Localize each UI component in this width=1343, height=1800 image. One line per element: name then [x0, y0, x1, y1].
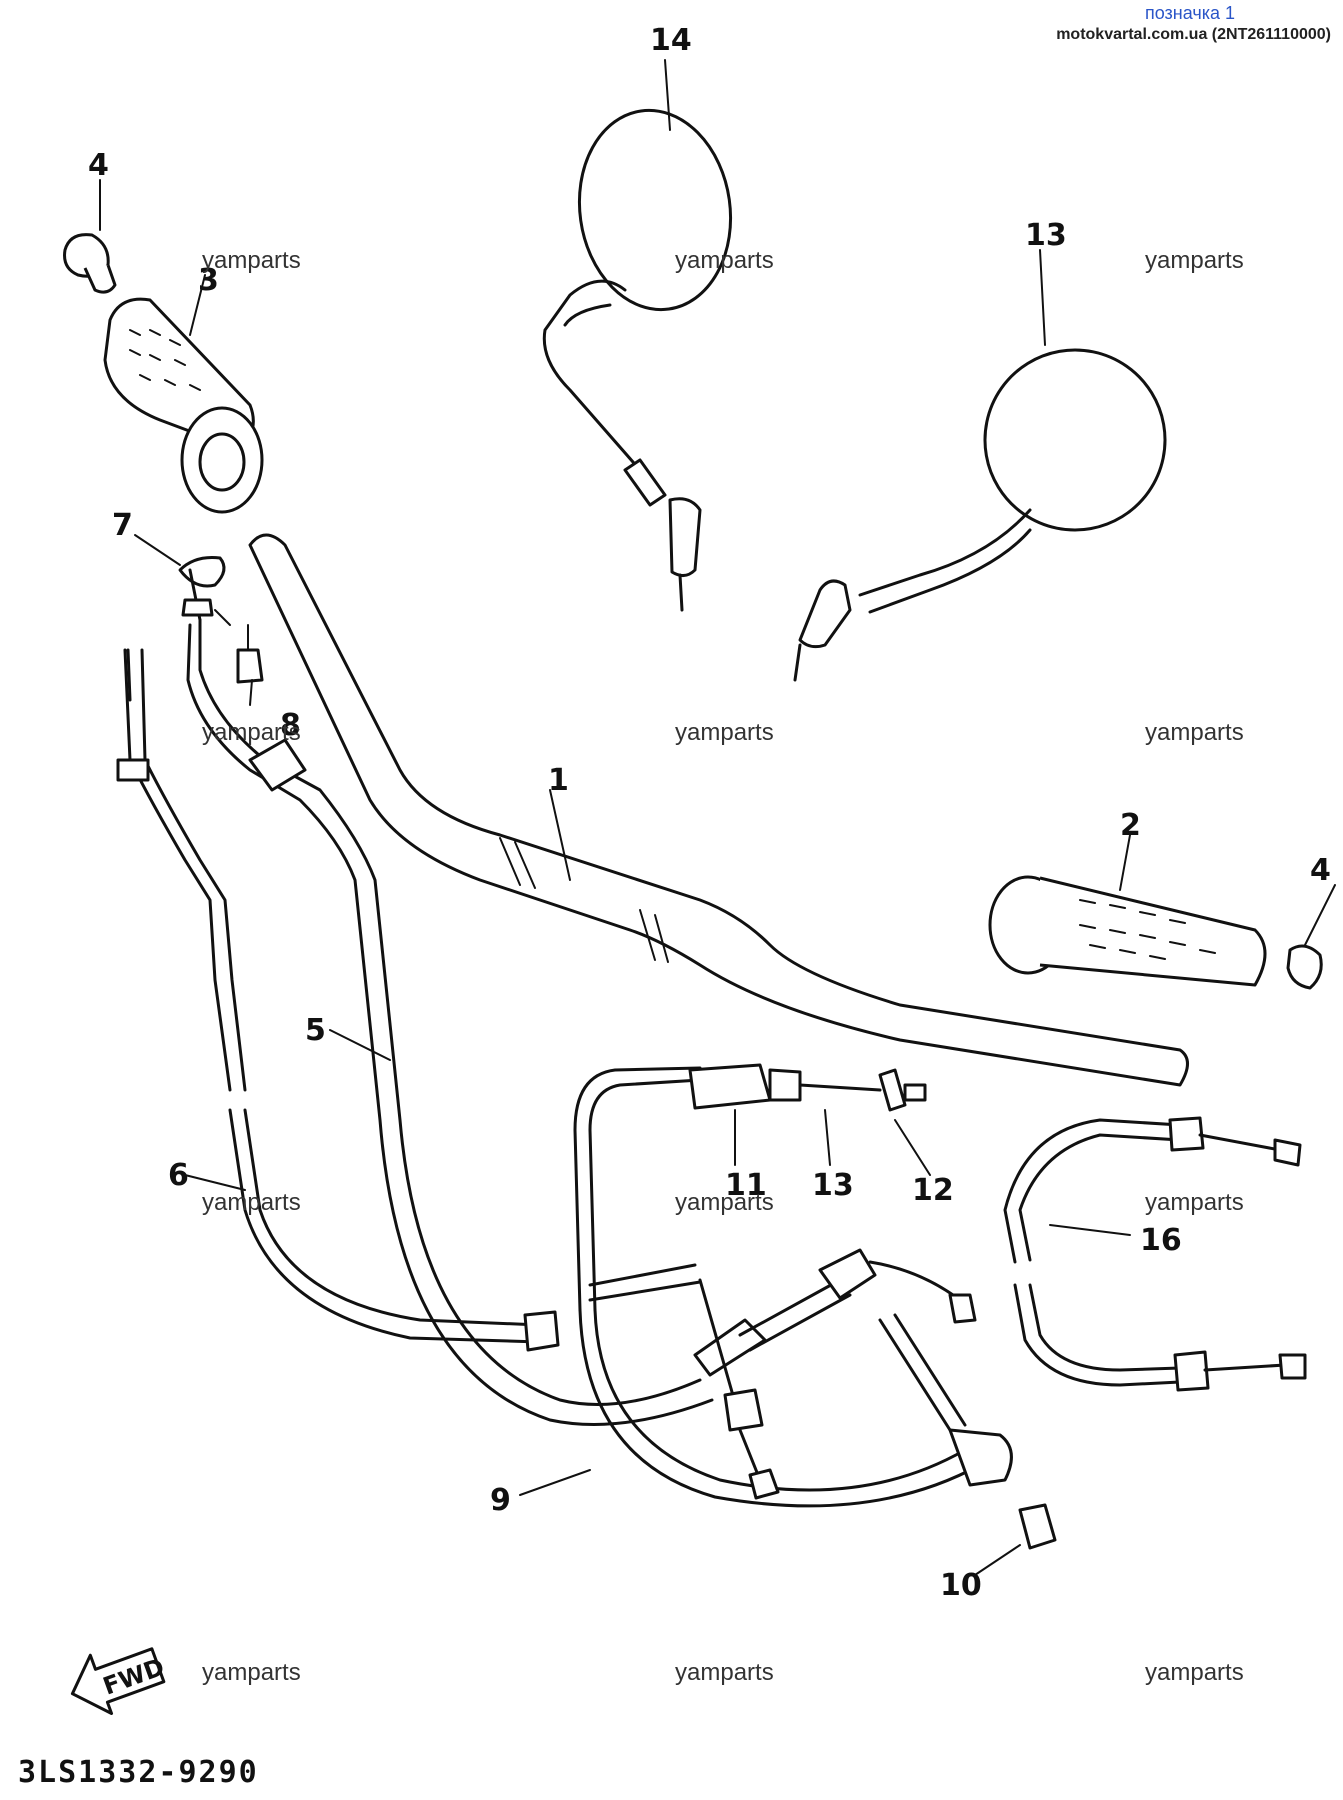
- header-link[interactable]: позначка 1: [1144, 3, 1235, 23]
- fwd-arrow-icon: FWD: [70, 1647, 168, 1715]
- cable-6: [116, 648, 560, 1352]
- label-2: 2: [1120, 808, 1141, 843]
- grip-end-left: [63, 233, 117, 294]
- label-14: 13: [1025, 218, 1067, 253]
- bolt-8: [236, 624, 264, 684]
- right-grip: [988, 875, 1267, 987]
- cable-5: [181, 568, 714, 1426]
- label-9: 9: [490, 1483, 511, 1518]
- part-labels: 14 13 4 3 7 8 1 2 4 5 6 11 13 12 16 9 10: [88, 23, 1331, 1603]
- label-11: 11: [725, 1168, 767, 1203]
- watermark: yamparts: [202, 719, 301, 746]
- watermark: yamparts: [1145, 1659, 1244, 1686]
- label-12: 12: [912, 1173, 954, 1208]
- left-grip: [103, 297, 264, 514]
- label-8: 8: [280, 708, 301, 743]
- label-5: 5: [305, 1013, 326, 1048]
- label-4-right: 4: [1310, 853, 1331, 888]
- header-source: motokvartal.com.ua (2NT261110000): [1056, 26, 1331, 43]
- label-15: 14: [650, 23, 692, 58]
- label-6: 6: [168, 1158, 189, 1193]
- drawing-code: 3LS1332-9290: [18, 1755, 259, 1790]
- watermark: yamparts: [675, 1189, 774, 1216]
- label-3: 3: [198, 263, 219, 298]
- watermark: yamparts: [675, 719, 774, 746]
- watermark: yamparts: [675, 247, 774, 274]
- watermark: yamparts: [202, 247, 301, 274]
- watermark: yamparts: [675, 1659, 774, 1686]
- watermarks: yamparts yamparts yamparts yamparts yamp…: [202, 247, 1244, 1686]
- mirror-right: [542, 108, 733, 612]
- label-10: 10: [940, 1568, 982, 1603]
- leader-lines: [99, 59, 1336, 1576]
- label-7: 7: [112, 508, 133, 543]
- cable-9: [573, 1063, 982, 1508]
- throttle-cable: [588, 1248, 977, 1500]
- watermark: yamparts: [1145, 247, 1244, 274]
- grip-end-right: [1286, 944, 1323, 990]
- watermark: yamparts: [1145, 1189, 1244, 1216]
- label-4-left: 4: [88, 148, 109, 183]
- handlebar: [248, 533, 1189, 1087]
- watermark: yamparts: [202, 1189, 301, 1216]
- mirror-left: [793, 348, 1167, 682]
- watermark: yamparts: [202, 1659, 301, 1686]
- label-1: 1: [548, 763, 569, 798]
- label-13: 13: [812, 1168, 854, 1203]
- lever-bracket: [878, 1313, 1057, 1550]
- cable-16: [1003, 1116, 1307, 1392]
- label-16: 16: [1140, 1223, 1182, 1258]
- watermark: yamparts: [1145, 719, 1244, 746]
